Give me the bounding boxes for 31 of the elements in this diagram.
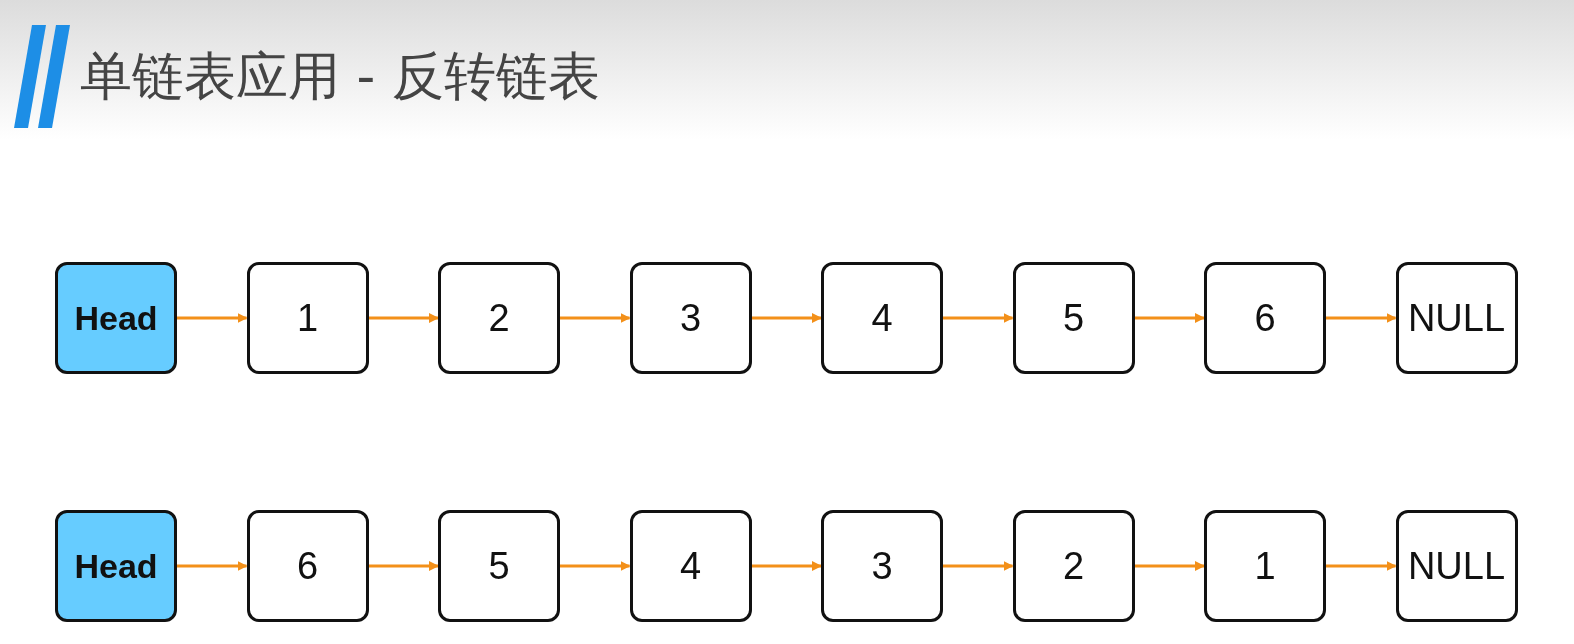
list-node-box: 3 (629, 262, 752, 374)
list-node-box: 2 (1012, 510, 1135, 622)
list-node-box: 6 (1204, 262, 1326, 374)
arrow (943, 313, 1014, 323)
list-node-box: 6 (246, 510, 369, 622)
arrow (751, 561, 822, 571)
list-node-box: 4 (821, 262, 943, 374)
arrow (177, 313, 248, 323)
arrow (368, 313, 439, 323)
title: 单链表应用 - 反转链表 (80, 45, 600, 108)
arrow (1134, 561, 1205, 571)
list-node-box: NULL (1395, 510, 1518, 622)
arrow (1134, 313, 1205, 323)
arrow (560, 313, 631, 323)
list-node-box: NULL (1395, 262, 1518, 374)
arrow (751, 313, 822, 323)
list-node-box: 2 (438, 262, 560, 374)
list-node-box: 5 (438, 510, 560, 622)
list-node-box: 4 (629, 510, 752, 622)
list-node-box: 1 (1204, 510, 1326, 622)
head-node-box: Head (55, 510, 177, 622)
arrow (368, 561, 439, 571)
arrow (1326, 561, 1397, 571)
arrow (177, 561, 248, 571)
list-node-box: 3 (821, 510, 943, 622)
list-node-box: 1 (246, 262, 369, 374)
head-node-box: Head (55, 262, 177, 374)
arrow (560, 561, 631, 571)
list-node-box: 5 (1012, 262, 1135, 374)
arrow (1326, 313, 1397, 323)
arrow (943, 561, 1014, 571)
